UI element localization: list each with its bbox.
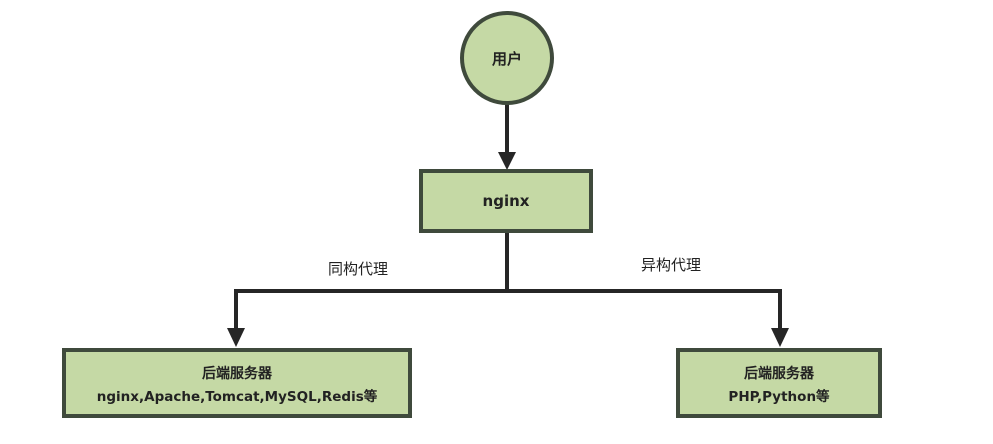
node-backend-left: 后端服务器 nginx,Apache,Tomcat,MySQL,Redis等 (62, 348, 412, 418)
nginx-box (419, 169, 593, 233)
backend-right-box (676, 348, 882, 418)
backend-left-title: 后端服务器 (202, 365, 273, 382)
arrowhead-nginx (498, 152, 516, 170)
node-user: 用户 (460, 11, 554, 105)
backend-left-box (62, 348, 412, 418)
backend-right-detail: PHP,Python等 (728, 388, 830, 405)
node-nginx: nginx (419, 169, 593, 233)
arrowhead-backend-right (771, 328, 789, 347)
edge-label-homogeneous: 同构代理 (328, 260, 388, 278)
edges (227, 104, 789, 347)
backend-right-title: 后端服务器 (744, 365, 815, 382)
backend-left-detail: nginx,Apache,Tomcat,MySQL,Redis等 (97, 388, 378, 405)
nginx-label: nginx (483, 192, 530, 210)
arrowhead-backend-left (227, 328, 245, 347)
node-backend-right: 后端服务器 PHP,Python等 (676, 348, 882, 418)
edge-label-heterogeneous: 异构代理 (641, 256, 701, 274)
user-label: 用户 (492, 50, 522, 68)
user-circle (460, 11, 554, 105)
